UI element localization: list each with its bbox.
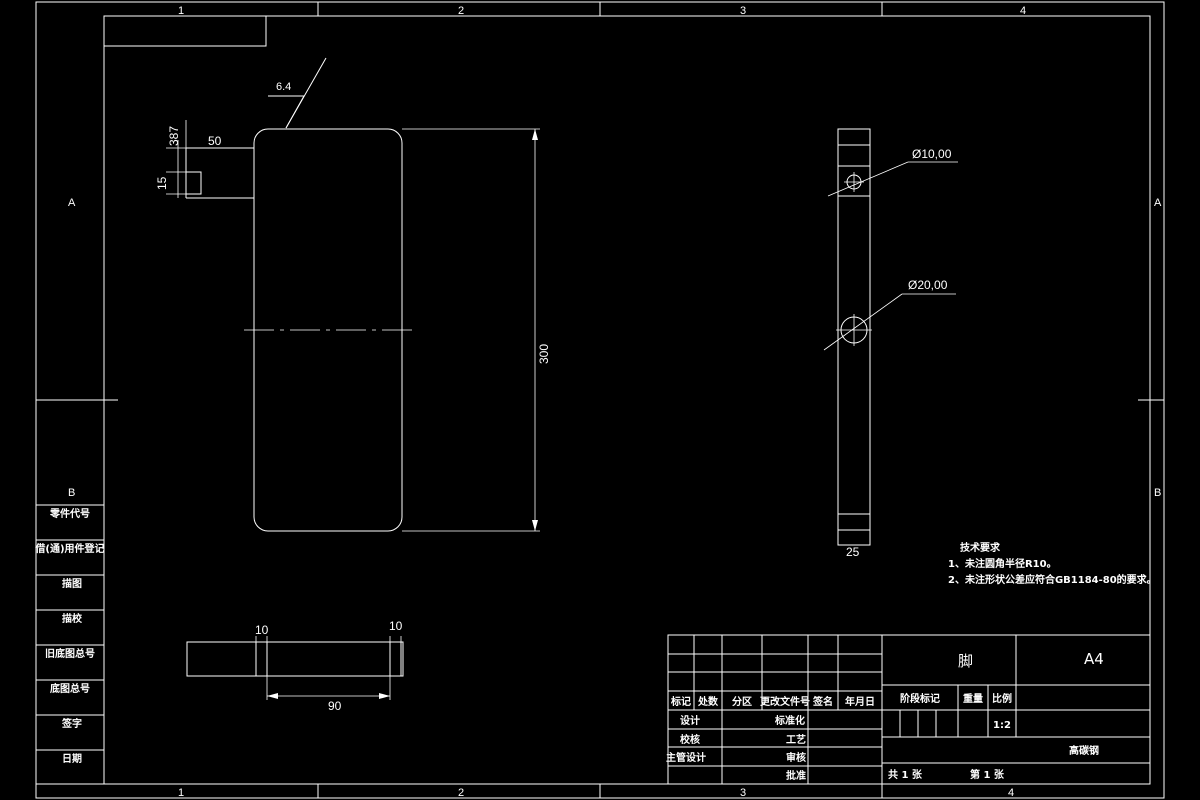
left-cell-3: 描校 — [62, 612, 83, 625]
hdr-count: 处数 — [697, 695, 719, 708]
zone-ticks — [36, 2, 1164, 798]
weight-label: 重量 — [963, 692, 983, 705]
notes-line-1: 1、未注圆角半径R10。 — [948, 557, 1057, 570]
col-label-1-bottom: 1 — [178, 787, 184, 799]
dim-90: 90 — [328, 699, 342, 713]
col-label-4-bottom: 4 — [1008, 787, 1014, 799]
sheet-size: A4 — [1084, 650, 1104, 668]
col-label-3-bottom: 3 — [740, 787, 746, 799]
col-label-1: 1 — [178, 5, 184, 17]
left-cell-4: 旧底图总号 — [45, 647, 95, 660]
roughness-value: 6.4 — [276, 81, 291, 93]
row-label-b-right: B — [1154, 487, 1161, 499]
hdr-change-doc: 更改文件号 — [760, 695, 810, 708]
col-label-3: 3 — [740, 5, 746, 17]
col-label-2: 2 — [458, 5, 464, 17]
hdr-date: 年月日 — [845, 695, 875, 708]
scale-label: 比例 — [992, 692, 1012, 705]
front-view — [166, 57, 540, 532]
row-standard: 标准化 — [774, 714, 805, 727]
dim-phi20: Ø20,00 — [908, 278, 948, 292]
dim-phi10: Ø10,00 — [912, 147, 952, 161]
hdr-sign: 签名 — [812, 695, 833, 708]
dim-15: 15 — [155, 176, 169, 190]
col-label-2-bottom: 2 — [458, 787, 464, 799]
dim-25: 25 — [846, 545, 860, 559]
outer-frame — [35, 1, 1165, 799]
dim-10-left: 10 — [255, 623, 269, 637]
title-block — [667, 634, 1151, 785]
left-cell-7: 日期 — [62, 752, 82, 765]
left-cell-0: 零件代号 — [49, 507, 90, 520]
left-cell-5: 底图总号 — [50, 682, 90, 695]
row-design: 设计 — [680, 714, 700, 727]
row-check: 校核 — [680, 733, 700, 746]
top-view-body — [186, 641, 404, 677]
material: 高碳钢 — [1069, 744, 1099, 757]
row-chief: 主管设计 — [666, 751, 706, 764]
left-cell-1: 借(通)用件登记 — [34, 542, 104, 555]
hdr-mark: 标记 — [670, 695, 691, 708]
dim-300: 300 — [537, 344, 551, 364]
row-approve: 批准 — [786, 769, 806, 782]
dim-387: 387 — [167, 126, 181, 146]
scale-value: 1:2 — [993, 720, 1011, 731]
left-cell-6: 签字 — [61, 717, 82, 730]
sheet-number: 第 1 张 — [970, 768, 1005, 781]
roughness-symbol — [268, 95, 305, 129]
total-sheets: 共 1 张 — [888, 768, 923, 781]
row-label-b: B — [68, 487, 75, 499]
col-label-4: 4 — [1020, 5, 1026, 17]
row-process: 工艺 — [786, 733, 806, 746]
dim-10-right: 10 — [389, 619, 403, 633]
notes-title: 技术要求 — [960, 541, 1001, 554]
stage-label: 阶段标记 — [900, 692, 940, 705]
row-review: 审核 — [786, 751, 806, 764]
hdr-zone: 分区 — [732, 695, 752, 708]
part-name: 脚 — [958, 652, 973, 670]
left-side-table — [36, 504, 104, 785]
dim-50: 50 — [208, 134, 222, 148]
left-cell-2: 描图 — [62, 577, 82, 590]
top-view — [186, 636, 404, 700]
notes-line-2: 2、未注形状公差应符合GB1184-80的要求。 — [948, 573, 1157, 586]
row-label-a-right: A — [1154, 197, 1162, 209]
row-label-a: A — [68, 197, 76, 209]
side-view — [823, 128, 958, 546]
corner-box — [103, 15, 267, 47]
